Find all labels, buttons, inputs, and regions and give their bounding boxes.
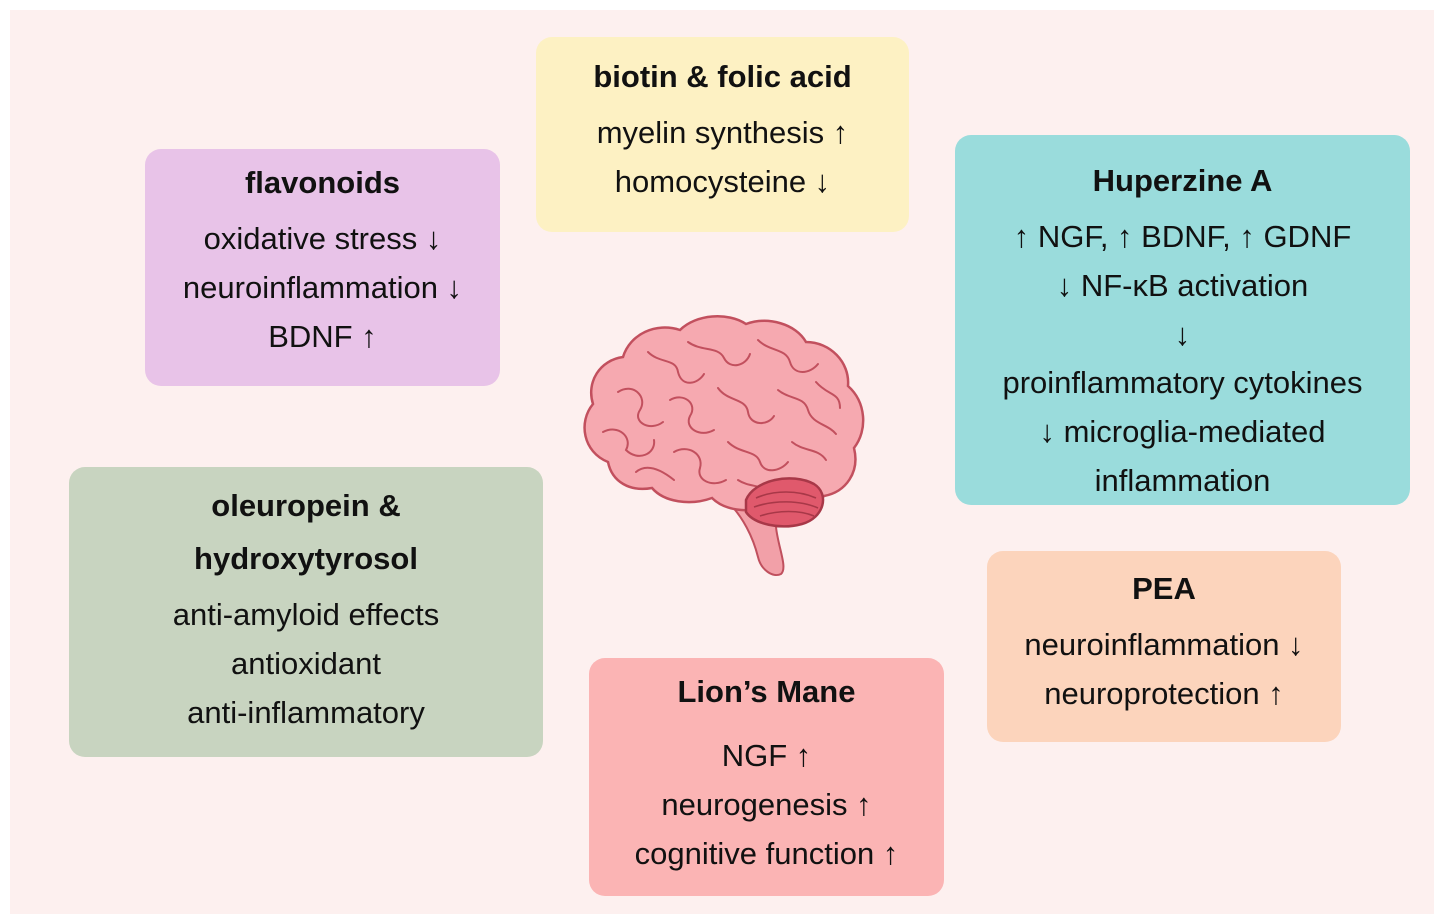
huperzine-item: proinflammatory cytokines (1002, 365, 1363, 401)
huperzine-a-box: Huperzine A ↑ NGF, ↑ BDNF, ↑ GDNF ↓ NF-κ… (955, 135, 1410, 505)
huperzine-items: ↑ NGF, ↑ BDNF, ↑ GDNF ↓ NF-κB activation… (1002, 213, 1362, 506)
lions-mane-title: Lion’s Mane (677, 674, 856, 709)
biotin-item: homocysteine ↓ (614, 163, 831, 199)
lions-mane-item: cognitive function ↑ (634, 835, 899, 871)
flavonoids-item: neuroinflammation ↓ (182, 269, 463, 305)
oleuropein-item: antioxidant (231, 645, 381, 681)
oleuropein-item: anti-amyloid effects (172, 597, 440, 632)
biotin-title: biotin & folic acid (593, 59, 852, 94)
pea-title: PEA (1132, 571, 1196, 606)
flavonoids-item: BDNF ↑ (268, 318, 377, 354)
lions-mane-items: NGF ↑ neurogenesis ↑ cognitive function … (635, 732, 899, 878)
biotin-items: myelin synthesis ↑ homocysteine ↓ (597, 109, 849, 207)
pea-items: neuroinflammation ↓ neuroprotection ↑ (1024, 621, 1303, 719)
oleuropein-title-line: hydroxytyrosol (194, 541, 418, 576)
flavonoids-items: oxidative stress ↓ neuroinflammation ↓ B… (183, 215, 462, 361)
biotin-item: myelin synthesis ↑ (596, 115, 849, 150)
pea-box: PEA neuroinflammation ↓ neuroprotection … (987, 551, 1341, 742)
oleuropein-title-line: oleuropein & (211, 488, 401, 523)
oleuropein-hydroxytyrosol-box: oleuropein & hydroxytyrosol anti-amyloid… (69, 467, 543, 757)
oleuropein-item: anti-inflammatory (187, 694, 425, 730)
huperzine-item: inflammation (1094, 462, 1271, 498)
pea-item: neuroprotection ↑ (1044, 675, 1284, 711)
flavonoids-title: flavonoids (244, 165, 400, 200)
flavonoids-item: oxidative stress ↓ (203, 221, 442, 256)
lions-mane-item: NGF ↑ (721, 738, 812, 773)
biotin-folic-acid-box: biotin & folic acid myelin synthesis ↑ h… (536, 37, 909, 232)
lions-mane-box: Lion’s Mane NGF ↑ neurogenesis ↑ cogniti… (589, 658, 944, 896)
huperzine-item: ↓ NF-κB activation (1056, 267, 1309, 303)
flavonoids-box: flavonoids oxidative stress ↓ neuroinfla… (145, 149, 500, 386)
huperzine-title: Huperzine A (1092, 163, 1273, 198)
huperzine-item: ↓ microglia-mediated (1039, 414, 1326, 450)
pea-item: neuroinflammation ↓ (1024, 627, 1304, 662)
lions-mane-item: neurogenesis ↑ (661, 786, 872, 822)
huperzine-item: ↓ (1174, 316, 1191, 352)
huperzine-item: ↑ NGF, ↑ BDNF, ↑ GDNF (1013, 219, 1352, 254)
oleuropein-title: oleuropein & hydroxytyrosol (194, 479, 418, 585)
brain-icon (583, 315, 865, 576)
oleuropein-items: anti-amyloid effects antioxidant anti-in… (173, 591, 440, 737)
